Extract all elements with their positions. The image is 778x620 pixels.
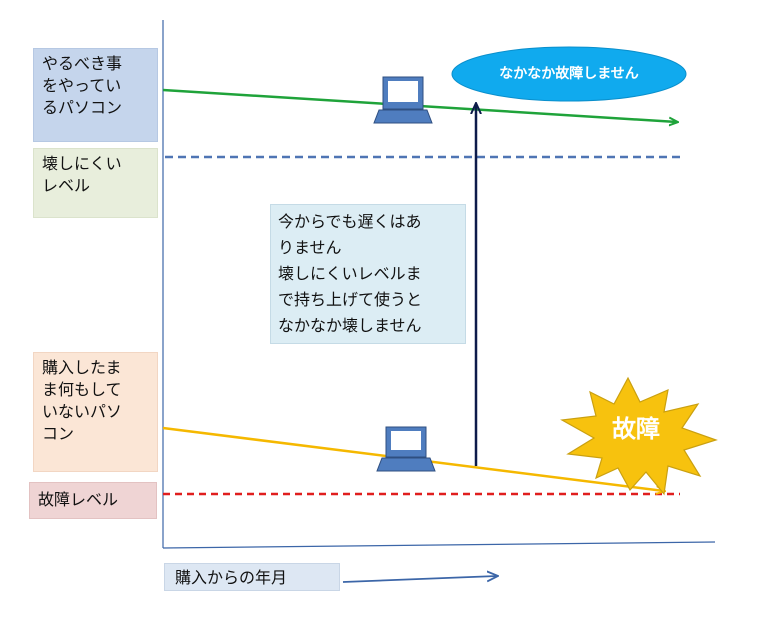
laptop-icon xyxy=(373,76,433,124)
x-axis-text: 購入からの年月 xyxy=(175,568,288,587)
well-maintained-pc-text: やるべき事 をやってい るパソコン xyxy=(42,54,123,117)
x-axis xyxy=(162,541,716,549)
idle-pc-text: 購入したま ま何もして いないパソ コン xyxy=(42,358,123,443)
laptop-icon xyxy=(376,426,436,472)
idle-pc-label: 購入したま ま何もして いないパソ コン xyxy=(33,352,158,472)
failure-burst-text: 故障 xyxy=(612,415,660,443)
advice-callout: 今からでも遅くはあ りません 壊しにくいレベルま で持ち上げて使うと なかなか壊… xyxy=(270,204,466,344)
x-axis-direction-arrow xyxy=(342,576,497,583)
failure-level-label: 故障レベル xyxy=(29,482,157,519)
well-maintained-pc-label: やるべき事 をやってい るパソコン xyxy=(33,48,158,142)
hard-to-break-level-label: 壊しにくい レベル xyxy=(33,148,158,218)
failure-level-text: 故障レベル xyxy=(38,490,119,509)
hard-to-break-level-text: 壊しにくい レベル xyxy=(42,154,122,195)
failure-burst-shape xyxy=(560,376,718,496)
advice-callout-text: 今からでも遅くはあ りません 壊しにくいレベルま で持ち上げて使うと なかなか壊… xyxy=(278,212,423,335)
x-axis-label: 購入からの年月 xyxy=(164,563,340,591)
no-failure-badge-text: なかなか故障しません xyxy=(499,66,639,82)
no-failure-badge-shape xyxy=(451,46,687,102)
